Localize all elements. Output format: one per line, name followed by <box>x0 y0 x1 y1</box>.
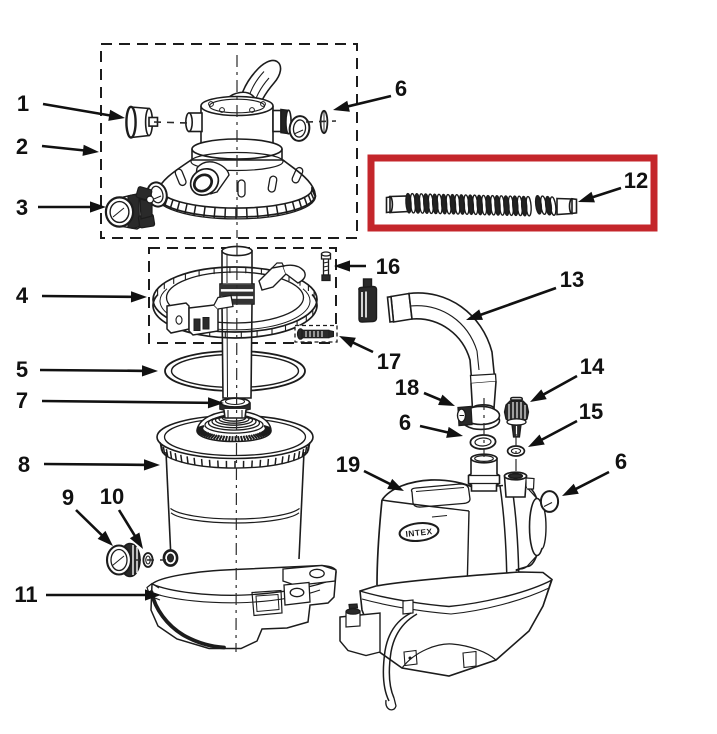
part-arrow-11 <box>46 589 161 601</box>
part-arrow-13 <box>466 286 557 320</box>
part-arrow-12 <box>578 186 622 203</box>
standpipe-strainer <box>196 410 272 443</box>
part-arrow-19 <box>363 469 404 491</box>
part-arrow-6b <box>419 424 463 438</box>
retainer-pin <box>294 324 338 343</box>
pump-housing: INTEX <box>376 479 520 600</box>
part-arrow-3 <box>38 201 106 213</box>
part-arrow-5 <box>39 365 158 377</box>
pump-foot <box>339 603 381 657</box>
part-label-6a: 6 <box>395 76 407 101</box>
pump-base <box>359 571 553 677</box>
o-ring-6b <box>469 434 497 450</box>
tank-flange-clamp-group <box>152 251 338 343</box>
valve-left-port <box>185 112 203 133</box>
part-arrow-2 <box>41 144 99 156</box>
hose-clamp-18 <box>456 405 501 431</box>
pump-inlet-port <box>467 453 501 492</box>
part-label-4: 4 <box>16 283 29 308</box>
pump-drain-plug <box>345 603 361 628</box>
part-label-15: 15 <box>579 399 603 424</box>
part-arrow-18 <box>423 391 455 406</box>
part-arrow-10 <box>117 509 143 549</box>
valve-port-o-ring <box>288 115 311 142</box>
valve-side-port <box>189 161 230 197</box>
part-label-19: 19 <box>336 452 360 477</box>
part-label-17: 17 <box>377 349 401 374</box>
corrugated-hose <box>385 192 578 217</box>
part-label-6c: 6 <box>615 449 627 474</box>
part-label-13: 13 <box>560 267 584 292</box>
valve-right-port <box>272 108 292 135</box>
part-label-5: 5 <box>16 357 28 382</box>
part-arrow-1 <box>42 102 125 121</box>
clamp-ring <box>152 262 318 339</box>
part-label-18: 18 <box>395 375 419 400</box>
adapter-sleeve <box>358 278 378 323</box>
part-label-3: 3 <box>16 195 28 220</box>
part-label-2: 2 <box>16 134 28 159</box>
part-arrow-15 <box>528 419 578 447</box>
tank-base <box>146 564 337 650</box>
valve-group-outline <box>100 43 358 239</box>
hose-adapter-clamp <box>104 186 156 230</box>
part-label-8: 8 <box>18 452 30 477</box>
elbow-hose-group <box>386 292 501 450</box>
pressure-gauge <box>125 105 159 139</box>
pump-outlet-port <box>503 471 535 498</box>
part-arrow-14 <box>530 374 578 402</box>
part-label-16: 16 <box>376 254 400 279</box>
part-label-11: 11 <box>14 582 37 607</box>
assembly-dash-lines <box>134 120 337 561</box>
o-ring-6c <box>539 490 560 513</box>
part-arrow-9 <box>75 509 113 546</box>
part-arrow-6c <box>562 470 610 496</box>
base-lugs <box>282 564 337 606</box>
part-arrow-16 <box>334 260 366 272</box>
part-label-6b: 6 <box>399 410 411 435</box>
center-lines <box>235 55 517 653</box>
part-arrow-8 <box>43 459 160 471</box>
highlight-box-part-12 <box>367 154 658 232</box>
air-release-valve <box>503 396 530 438</box>
part-arrow-4 <box>41 291 147 303</box>
pump-unit: INTEX <box>339 453 560 711</box>
power-cord <box>382 599 418 711</box>
part-arrow-17 <box>339 336 374 354</box>
part-arrow-7 <box>41 397 224 409</box>
clamp-bolt <box>320 251 332 282</box>
multiport-valve-assembly <box>104 59 329 230</box>
standpipe-nut <box>219 397 251 419</box>
part-label-9: 9 <box>62 485 74 510</box>
elbow-hose <box>386 292 497 410</box>
part-label-12: 12 <box>624 168 648 193</box>
part-arrow-6a <box>333 94 392 112</box>
filter-tank <box>156 414 314 560</box>
pump-volute <box>511 482 547 572</box>
tank-drain-port <box>162 549 179 567</box>
part-label-1: 1 <box>17 91 29 116</box>
part-label-14: 14 <box>580 354 605 379</box>
pump-logo: INTEX <box>405 526 433 539</box>
part-label-10: 10 <box>100 484 124 509</box>
part-label-7: 7 <box>16 388 28 413</box>
